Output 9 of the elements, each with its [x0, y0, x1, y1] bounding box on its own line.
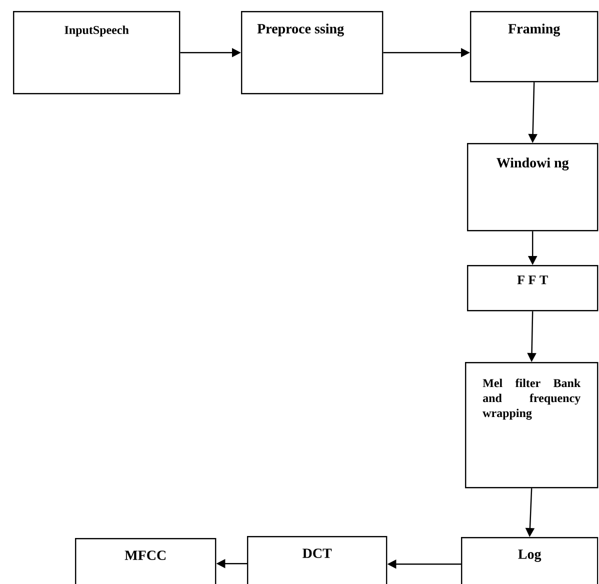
- process-box: DCT: [247, 536, 388, 584]
- process-box: Windowi ng: [467, 143, 598, 232]
- process-box: F F T: [467, 265, 598, 312]
- process-box: MFCC: [75, 538, 216, 584]
- process-box: Preproce ssing: [241, 11, 384, 94]
- process-box: Log: [461, 537, 598, 584]
- process-box: Mel filter Bank and frequency wrapping: [465, 362, 598, 488]
- process-box: Framing: [470, 11, 598, 82]
- process-box: InputSpeech: [13, 11, 180, 94]
